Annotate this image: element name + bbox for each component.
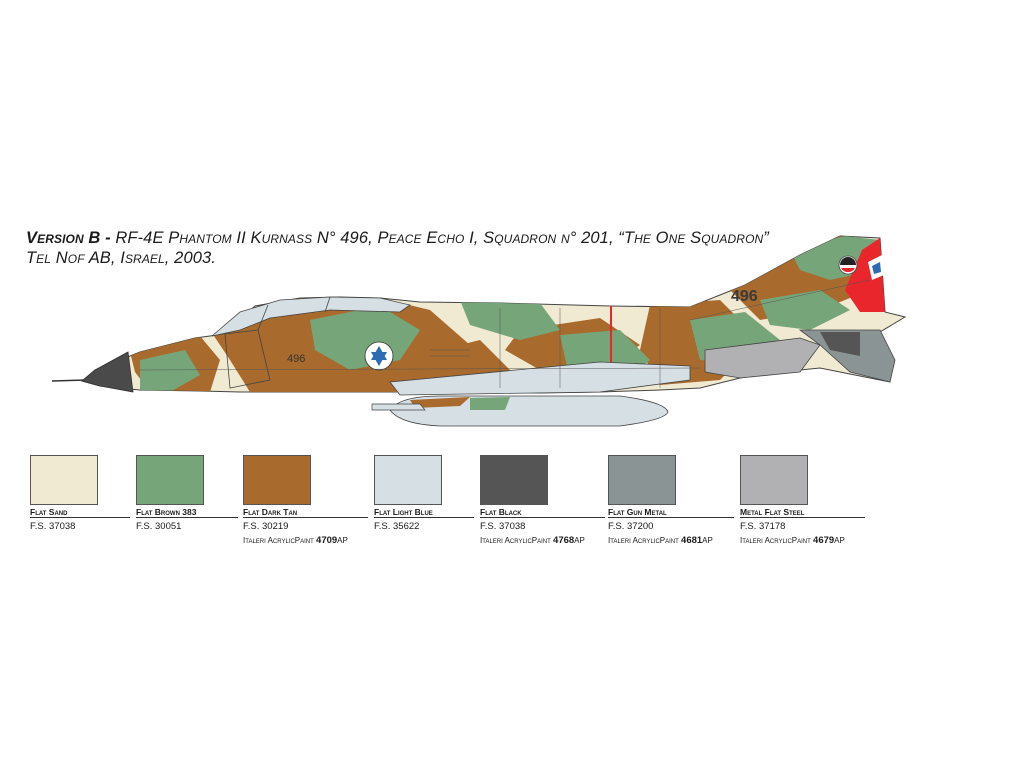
- swatch-divider: [243, 517, 368, 518]
- acrylic-paint-brand: Italeri AcrylicPaint: [740, 536, 814, 545]
- swatch-divider: [136, 517, 238, 518]
- aircraft-description: RF-4E Phantom II Kurnass N° 496, Peace E…: [110, 229, 769, 247]
- tail-number: 496: [731, 288, 758, 305]
- color-chip: [243, 455, 311, 505]
- version-label: Version B -: [26, 229, 111, 247]
- color-chip: [374, 455, 442, 505]
- acrylic-paint-code: Italeri AcrylicPaint 4681AP: [608, 535, 713, 546]
- acrylic-paint-number: 4709: [316, 535, 338, 546]
- paint-name: Flat Black: [480, 507, 522, 517]
- acrylic-paint-brand: Italeri AcrylicPaint: [480, 536, 554, 545]
- swatch-divider: [480, 517, 605, 518]
- color-chip: [740, 455, 808, 505]
- swatch-divider: [740, 517, 865, 518]
- color-chip: [136, 455, 204, 505]
- color-chip: [480, 455, 548, 505]
- paint-name: Flat Dark Tan: [243, 507, 298, 517]
- acrylic-paint-code: Italeri AcrylicPaint 4679AP: [740, 535, 845, 546]
- paint-name: Metal Flat Steel: [740, 507, 805, 517]
- nose-number: 496: [287, 353, 305, 365]
- acrylic-paint-code: Italeri AcrylicPaint 4709AP: [243, 535, 348, 546]
- title-line-1: Version B - RF-4E Phantom II Kurnass N° …: [26, 228, 769, 248]
- federal-standard-code: F.S. 37038: [30, 521, 76, 532]
- federal-standard-code: F.S. 30051: [136, 521, 182, 532]
- acrylic-paint-number: 4768: [553, 535, 575, 546]
- title-line-2: Tel Nof AB, Israel, 2003.: [26, 249, 216, 267]
- acrylic-paint-number: 4679: [813, 535, 835, 546]
- federal-standard-code: F.S. 37178: [740, 521, 786, 532]
- color-chip: [608, 455, 676, 505]
- acrylic-paint-suffix: AP: [834, 536, 845, 545]
- paint-name: Flat Gun Metal: [608, 507, 667, 517]
- swatch-divider: [608, 517, 734, 518]
- swatch-divider: [374, 517, 474, 518]
- federal-standard-code: F.S. 37200: [608, 521, 654, 532]
- acrylic-paint-number: 4681: [681, 535, 703, 546]
- acrylic-paint-code: Italeri AcrylicPaint 4768AP: [480, 535, 585, 546]
- swatch-divider: [30, 517, 130, 518]
- acrylic-paint-brand: Italeri AcrylicPaint: [243, 536, 317, 545]
- federal-standard-code: F.S. 30219: [243, 521, 289, 532]
- paint-name: Flat Sand: [30, 507, 68, 517]
- acrylic-paint-brand: Italeri AcrylicPaint: [608, 536, 682, 545]
- acrylic-paint-suffix: AP: [337, 536, 348, 545]
- federal-standard-code: F.S. 35622: [374, 521, 420, 532]
- acrylic-paint-suffix: AP: [702, 536, 713, 545]
- paint-name: Flat Light Blue: [374, 507, 433, 517]
- acrylic-paint-suffix: AP: [574, 536, 585, 545]
- version-title: Version B - RF-4E Phantom II Kurnass N° …: [26, 228, 769, 268]
- paint-name: Flat Brown 383: [136, 507, 197, 517]
- color-chip: [30, 455, 98, 505]
- federal-standard-code: F.S. 37038: [480, 521, 526, 532]
